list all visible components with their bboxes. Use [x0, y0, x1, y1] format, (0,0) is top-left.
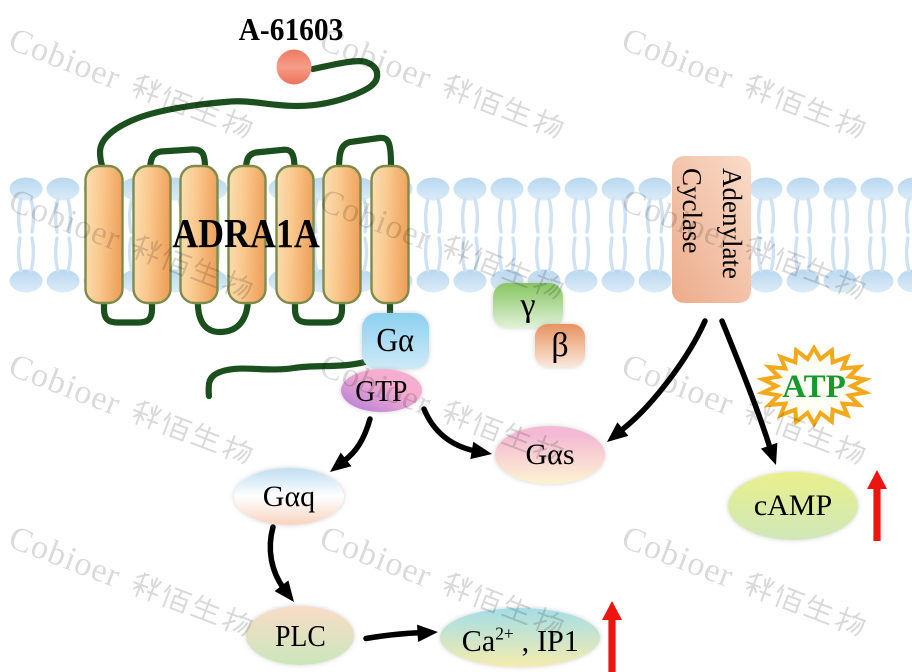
svg-text:ATP: ATP — [782, 369, 846, 405]
